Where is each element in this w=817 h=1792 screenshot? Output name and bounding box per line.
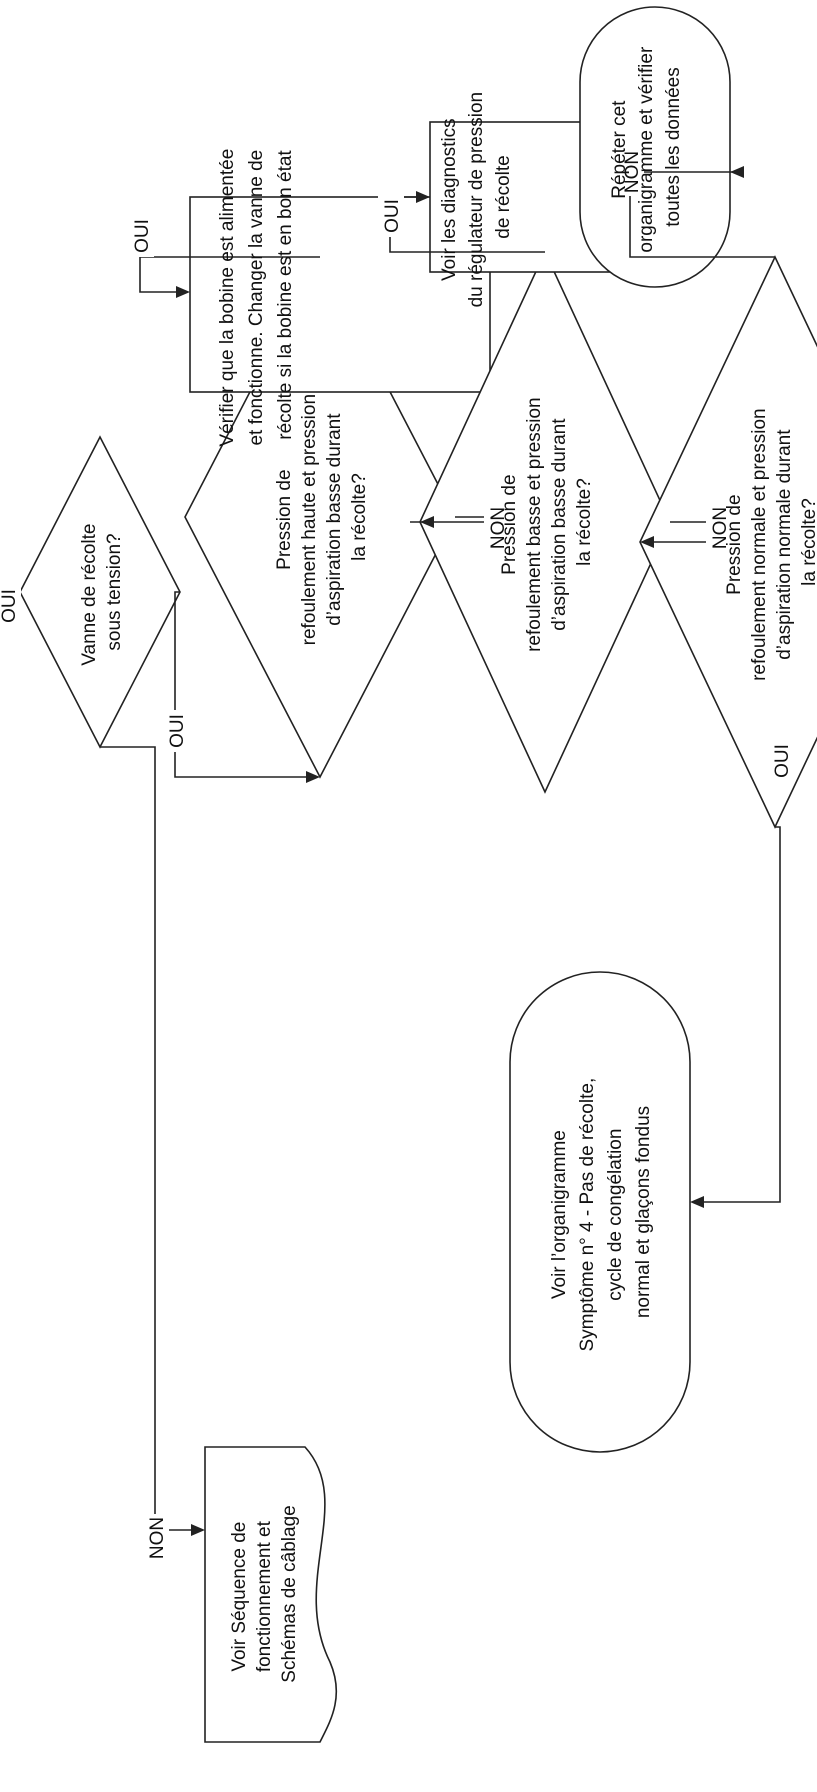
text-box-harvest-pressure-regulator: Voir les diagnostics du régulateur de pr… — [439, 87, 514, 308]
text-box-check-coil: Vérifier que la bobine est alimentée et … — [217, 143, 296, 446]
text-decision-low-discharge-low-suction: Pression de refoulement basse et pressio… — [499, 392, 595, 652]
connector-d4-yes — [700, 826, 781, 1203]
connector-d1-no — [100, 746, 195, 1531]
label-d3-yes: OUI — [382, 199, 403, 233]
text-decision-harvest-valve-energized: Vanne de récolte sous tension? — [79, 518, 125, 666]
label-d4-yes: OUI — [772, 744, 793, 778]
arrowhead-d3-yes — [416, 191, 430, 203]
label-d3-no: NON — [710, 507, 731, 549]
connector-d2-yes — [139, 256, 320, 293]
text-terminal-symptom-4: Voir l’organigramme Symptôme n° 4 - Pas … — [549, 1073, 654, 1352]
arrowhead-d1-yes — [306, 771, 320, 783]
terminal-repeat-flowchart — [579, 6, 731, 288]
label-d1-no: NON — [147, 1517, 168, 1559]
decision-harvest-valve-energized — [19, 435, 181, 749]
connector-d4-no — [629, 171, 775, 258]
text-decision-normal-discharge-normal-suction: Pression de refoulement normale et press… — [724, 403, 817, 681]
text-document-sequence-wiring: Voir Séquence de fonctionnement et Schém… — [229, 1505, 300, 1682]
document-sequence-wiring — [204, 1446, 338, 1743]
arrowhead-d2-no — [420, 516, 434, 528]
arrowhead-d3-no — [640, 536, 654, 548]
connector-d1-yes — [174, 591, 310, 778]
label-d2-no: NON — [488, 507, 509, 549]
box-check-coil — [189, 196, 491, 393]
label-d1-yes: OUI — [167, 714, 188, 748]
terminal-symptom-4 — [509, 971, 691, 1453]
arrowhead-d2-yes — [176, 286, 190, 298]
arrowhead-d4-no — [730, 166, 744, 178]
text-terminal-repeat-flowchart: Répéter cet organigramme et vérifier tou… — [609, 41, 684, 252]
arrowhead-d1-no — [191, 1524, 205, 1536]
text-decision-high-discharge-low-suction: Pression de refoulement haute et pressio… — [274, 389, 370, 646]
label-entry-yes: OUI — [0, 589, 20, 623]
label-d2-yes: OUI — [132, 219, 153, 253]
arrowhead-d4-yes — [690, 1196, 704, 1208]
label-d4-no: NON — [622, 151, 643, 193]
